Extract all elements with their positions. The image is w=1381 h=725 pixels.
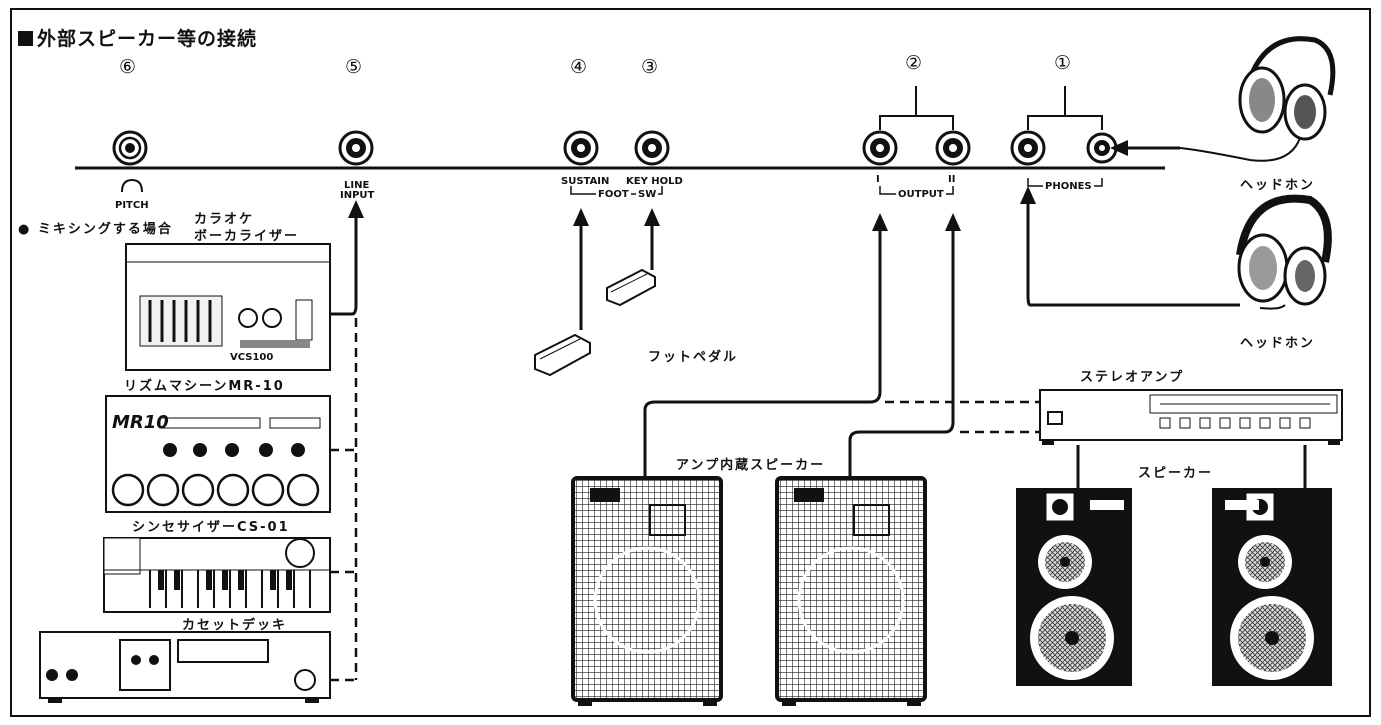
stereo-amp-illustration <box>1039 389 1343 445</box>
cassette-deck-illustration <box>39 631 331 703</box>
vcs-model-label: VCS100 <box>230 352 274 363</box>
phones-bracket <box>1027 86 1103 130</box>
karaoke-cable <box>330 215 358 316</box>
output-2-label: II <box>948 174 956 185</box>
cassette-label: カセットデッキ <box>182 618 288 633</box>
karaoke-label-2: ボーカライザー <box>194 229 300 244</box>
mixing-label: ● ミキシングする場合 <box>18 222 173 237</box>
headphone-bottom-cable <box>1026 200 1240 307</box>
mr10-logo: MR10 <box>112 412 169 433</box>
rhythm-machine-label: リズムマシーンMR-10 <box>124 379 285 394</box>
jack-sustain <box>563 130 599 166</box>
jack-key-hold <box>634 130 670 166</box>
jack-number-3: ③ <box>641 56 659 78</box>
stereo-amp-label: ステレオアンプ <box>1080 370 1185 385</box>
synthesizer-illustration <box>103 537 331 613</box>
pitch-label: PITCH <box>115 200 149 211</box>
output-bracket <box>879 86 954 130</box>
foot-pedal-2 <box>606 268 656 307</box>
jack-number-6: ⑥ <box>119 56 137 78</box>
mixing-dashed-cable <box>330 318 358 682</box>
phones-label: PHONES <box>1043 181 1094 192</box>
pitch-headphone-symbol <box>121 178 143 193</box>
foot-pedal-1 <box>534 333 591 377</box>
rhythm-machine-illustration <box>105 395 331 513</box>
diagram-frame <box>10 8 1371 717</box>
line-label: LINE <box>344 180 370 191</box>
vocalizer-illustration <box>125 243 331 371</box>
output-cable-2 <box>848 230 955 478</box>
output-cable-1 <box>643 230 882 478</box>
jack-pitch <box>112 130 148 166</box>
headphone-bottom-illustration <box>1236 194 1332 310</box>
headphone-label-bottom: ヘッドホン <box>1240 336 1316 351</box>
karaoke-label-1: カラオケ <box>194 212 255 227</box>
sustain-label: SUSTAIN <box>561 176 610 187</box>
jack-number-2: ② <box>905 52 923 74</box>
jack-number-4: ④ <box>570 56 588 78</box>
sw-label: SW <box>636 189 659 200</box>
amp-speaker-wires <box>1076 445 1307 488</box>
foot-label: FOOT <box>596 189 631 200</box>
page-title: 外部スピーカー等の接続 <box>18 24 257 51</box>
jack-line-input <box>338 130 374 166</box>
jack-output-2 <box>935 130 971 166</box>
input-label: INPUT <box>340 190 375 201</box>
speaker-label: スピーカー <box>1138 466 1214 481</box>
powered-speaker-1 <box>571 476 723 706</box>
jack-number-1: ① <box>1054 52 1072 74</box>
passive-speaker-2 <box>1212 488 1332 686</box>
amp-speaker-label: アンプ内蔵スピーカー <box>676 458 826 473</box>
passive-speaker-1 <box>1016 488 1132 686</box>
headphone-top-illustration <box>1179 36 1336 162</box>
jack-output-1 <box>862 130 898 166</box>
foot-pedal-label: フットペダル <box>648 350 739 365</box>
jack-phones-1 <box>1010 130 1046 166</box>
headphone-label-top: ヘッドホン <box>1240 178 1316 193</box>
amp-dashed-cable <box>885 400 1040 434</box>
output-1-label: I <box>876 174 880 185</box>
powered-speaker-2 <box>775 476 927 706</box>
key-hold-label: KEY HOLD <box>626 176 683 187</box>
synthesizer-label: シンセサイザーCS-01 <box>132 520 290 535</box>
output-label: OUTPUT <box>896 189 946 200</box>
jack-number-5: ⑤ <box>345 56 363 78</box>
